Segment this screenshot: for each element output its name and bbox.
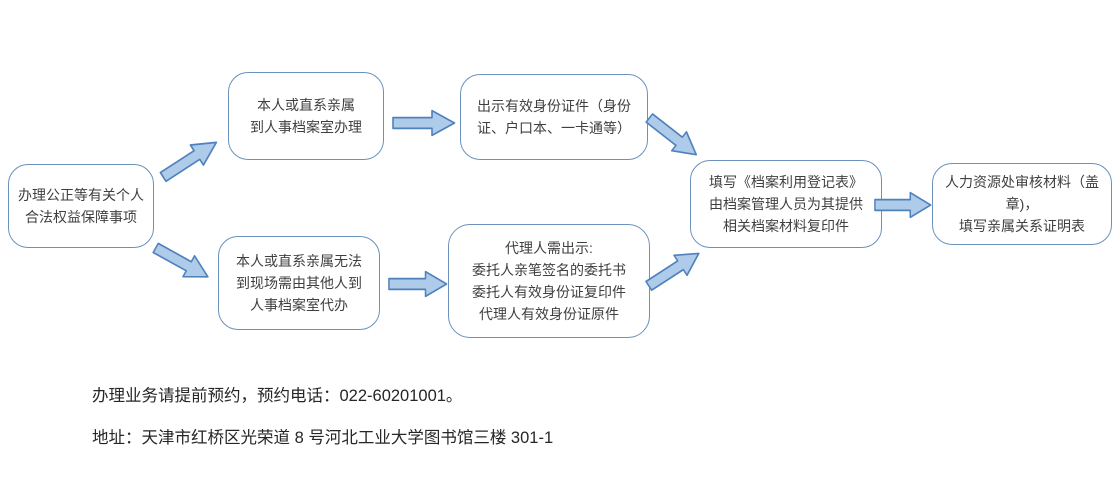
arrow-up-right-icon xyxy=(155,130,225,189)
flow-node-proxy-docs: 代理人需出示: 委托人亲笔签名的委托书 委托人有效身份证复印件 代理人有效身份证… xyxy=(448,224,650,338)
flow-node-show-id: 出示有效身份证件（身份 证、户口本、一卡通等） xyxy=(460,74,648,160)
arrow-right-icon xyxy=(388,270,448,298)
flow-node-proxy: 本人或直系亲属无法 到现场需由其他人到 人事档案室代办 xyxy=(218,236,380,330)
flow-node-in-person: 本人或直系亲属 到人事档案室办理 xyxy=(228,72,384,160)
arrow-down-right-icon xyxy=(148,236,215,290)
appointment-note: 办理业务请提前预约，预约电话：022-60201001。 xyxy=(92,387,463,405)
flow-node-hr-review: 人力资源处审核材料（盖 章)， 填写亲属关系证明表 xyxy=(932,163,1112,245)
arrow-right-icon xyxy=(874,191,932,219)
address-note: 地址：天津市红桥区光荣道 8 号河北工业大学图书馆三楼 301-1 xyxy=(92,429,554,447)
flow-node-register: 填写《档案利用登记表》 由档案管理人员为其提供 相关档案材料复印件 xyxy=(690,160,882,248)
arrow-down-right-icon xyxy=(640,107,705,166)
arrow-up-right-icon xyxy=(641,241,708,297)
arrow-right-icon xyxy=(392,109,456,137)
flow-node-start: 办理公正等有关个人 合法权益保障事项 xyxy=(8,164,154,248)
